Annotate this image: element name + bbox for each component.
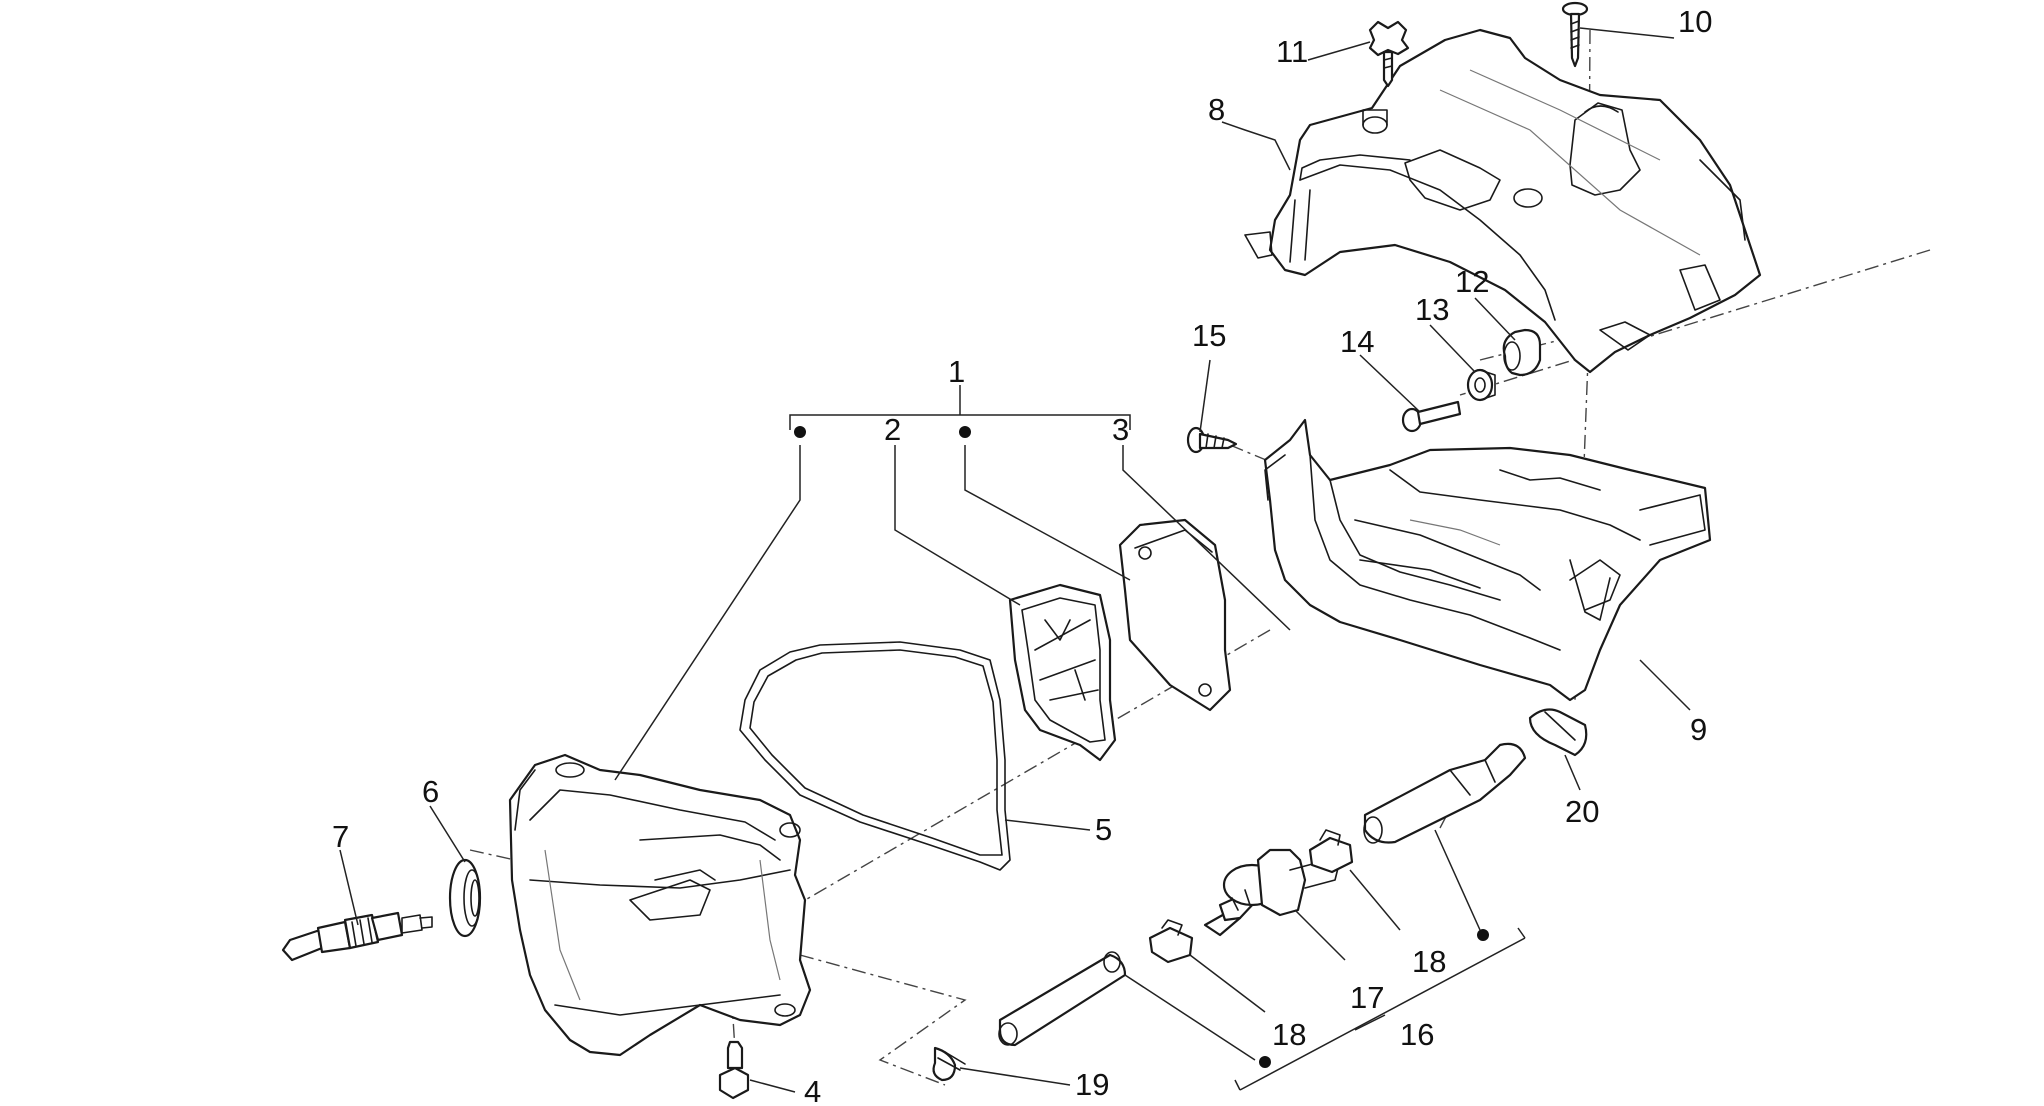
- callout-4: 4: [804, 1074, 821, 1106]
- callout-16: 16: [1400, 1017, 1434, 1052]
- valve-part-17: [1203, 848, 1339, 937]
- bolt-part-14: [1401, 400, 1462, 433]
- group-dot-1a: [794, 426, 806, 438]
- spacer-part-13: [1466, 368, 1496, 402]
- star-bolt-part-11: [1368, 20, 1410, 88]
- callout-labels: 1 2 3 4 5 6 7 8 9 10 11 12 13 14 15 16 1…: [332, 4, 1712, 1106]
- grommet-part-12: [1502, 328, 1542, 377]
- group-bracket-16: [1234, 927, 1526, 1091]
- callout-17: 17: [1350, 980, 1384, 1015]
- cover-plate-part-3: [1118, 518, 1232, 712]
- callout-5: 5: [1095, 812, 1112, 847]
- callout-11: 11: [1276, 34, 1308, 69]
- callout-13: 13: [1415, 292, 1449, 327]
- callout-20: 20: [1565, 794, 1599, 829]
- hose-clip-part-19: [932, 1046, 966, 1082]
- hose-lower-part-16: [998, 951, 1127, 1047]
- seal-part-6: [448, 858, 482, 938]
- leader-lines: [339, 27, 1691, 1093]
- callout-18b: 18: [1272, 1017, 1306, 1052]
- group-dot-16a: [1259, 1056, 1271, 1068]
- lower-housing-part-9: [1263, 418, 1712, 702]
- band-clip-part-20: [1528, 708, 1588, 757]
- callout-3: 3: [1112, 412, 1129, 447]
- callout-2: 2: [884, 412, 901, 447]
- callout-19: 19: [1075, 1067, 1109, 1102]
- callout-12: 12: [1455, 264, 1489, 299]
- spark-plug-part-7: [281, 911, 433, 962]
- baffle-plate-part-2: [1008, 583, 1117, 762]
- group-dot-16b: [1477, 929, 1489, 941]
- screw-part-10: [1561, 1, 1589, 68]
- hose-upper-part-16: [1363, 742, 1527, 844]
- callout-14: 14: [1340, 324, 1374, 359]
- callout-9: 9: [1690, 712, 1707, 747]
- clamp-lower-part-18: [1148, 919, 1194, 964]
- callout-10: 10: [1678, 4, 1712, 39]
- callout-15: 15: [1192, 318, 1226, 353]
- callout-18a: 18: [1412, 944, 1446, 979]
- group-dot-1b: [959, 426, 971, 438]
- callout-1: 1: [948, 354, 965, 389]
- head-cover-part-1: [508, 753, 812, 1057]
- screw-part-15: [1186, 426, 1238, 454]
- callout-8: 8: [1208, 92, 1225, 127]
- upper-cover-part-8: [1244, 28, 1762, 374]
- gasket-part-5: [739, 641, 1011, 871]
- clamp-upper-part-18: [1308, 829, 1354, 874]
- callout-6: 6: [422, 774, 439, 809]
- callout-7: 7: [332, 819, 349, 854]
- flange-bolt-part-4: [718, 1040, 750, 1100]
- group-bracket-1: [789, 385, 1131, 438]
